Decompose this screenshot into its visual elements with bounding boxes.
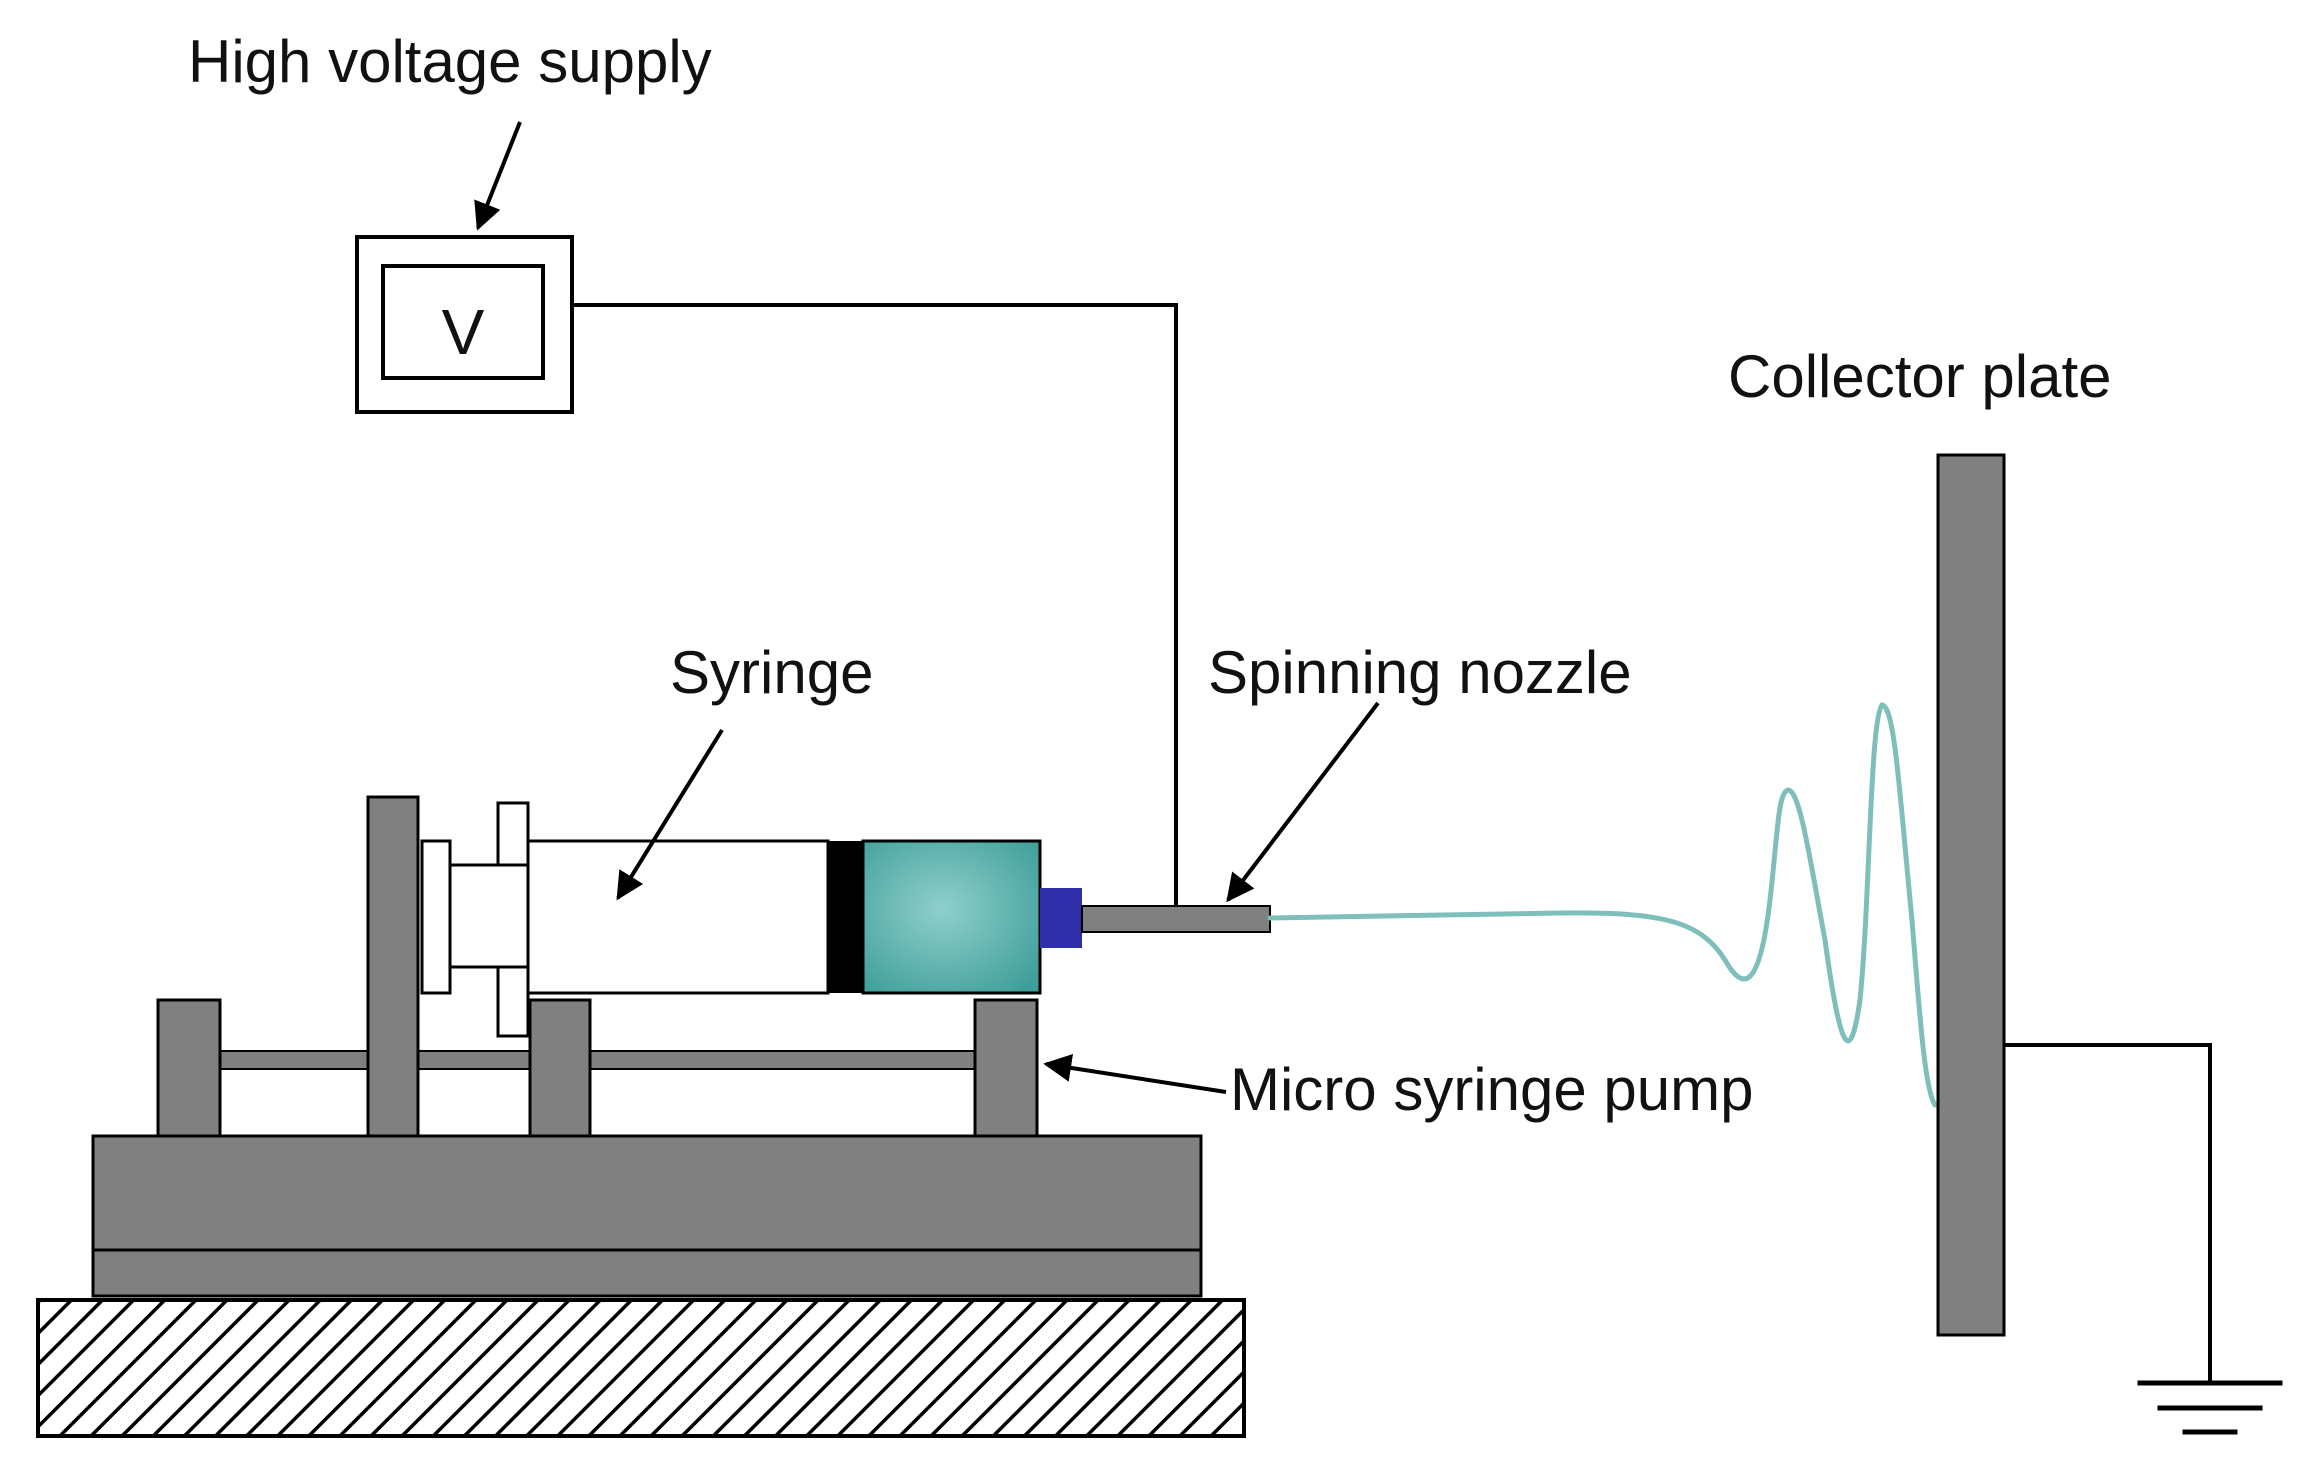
plunger-stopper [828, 841, 863, 993]
pump-platform [91, 1134, 1203, 1298]
collector-plate-label: Collector plate [1728, 343, 2112, 410]
ground-base-hatched [36, 1298, 1246, 1438]
pump-pusher-post [366, 795, 420, 1138]
high-voltage-supply-label: High voltage supply [188, 28, 712, 95]
fiber-jet [1267, 702, 1938, 1108]
plunger-thumb-pad [420, 839, 452, 995]
voltage-symbol: V [442, 296, 485, 368]
syringe-solution-body [861, 839, 1042, 995]
spinning-nozzle-needle [1081, 905, 1271, 933]
high-voltage-supply-arrow [474, 121, 522, 231]
pump-rail-rod [214, 1050, 996, 1070]
voltage-wire [572, 303, 1178, 906]
micro-syringe-pump-label: Micro syringe pump [1230, 1056, 1754, 1123]
ground-wire [2004, 1043, 2212, 1383]
spinning-nozzle-arrow [1226, 701, 1380, 903]
ground-symbol-icon [2137, 1380, 2283, 1435]
pump-post-left [156, 998, 222, 1138]
pump-post-middle [528, 998, 592, 1138]
spinning-nozzle-label: Spinning nozzle [1208, 639, 1632, 706]
syringe-label: Syringe [670, 639, 873, 706]
nozzle-connector [1040, 888, 1082, 948]
micro-syringe-pump-arrow [1043, 1054, 1227, 1094]
pump-post-right [973, 998, 1039, 1138]
syringe-barrel [526, 839, 830, 995]
syringe-arrow [616, 728, 724, 901]
voltmeter-display [381, 264, 545, 380]
collector-plate [1936, 453, 2006, 1337]
